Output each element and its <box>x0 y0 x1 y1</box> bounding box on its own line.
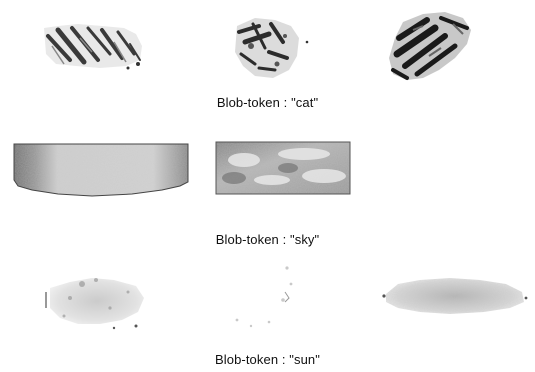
sun-blob-3 <box>380 268 530 318</box>
cat-blob-2 <box>225 12 315 84</box>
sky-blob-2 <box>214 140 352 198</box>
caption-sky: Blob-token : "sky" <box>0 232 535 247</box>
cat-blob-3 <box>383 8 478 86</box>
caption-sun: Blob-token : "sun" <box>0 352 535 367</box>
sky-blob-1 <box>12 140 190 200</box>
caption-cat: Blob-token : "cat" <box>0 95 535 110</box>
sun-blob-1 <box>40 268 152 334</box>
sun-blob-2 <box>225 262 305 336</box>
cat-blob-1 <box>40 20 145 72</box>
